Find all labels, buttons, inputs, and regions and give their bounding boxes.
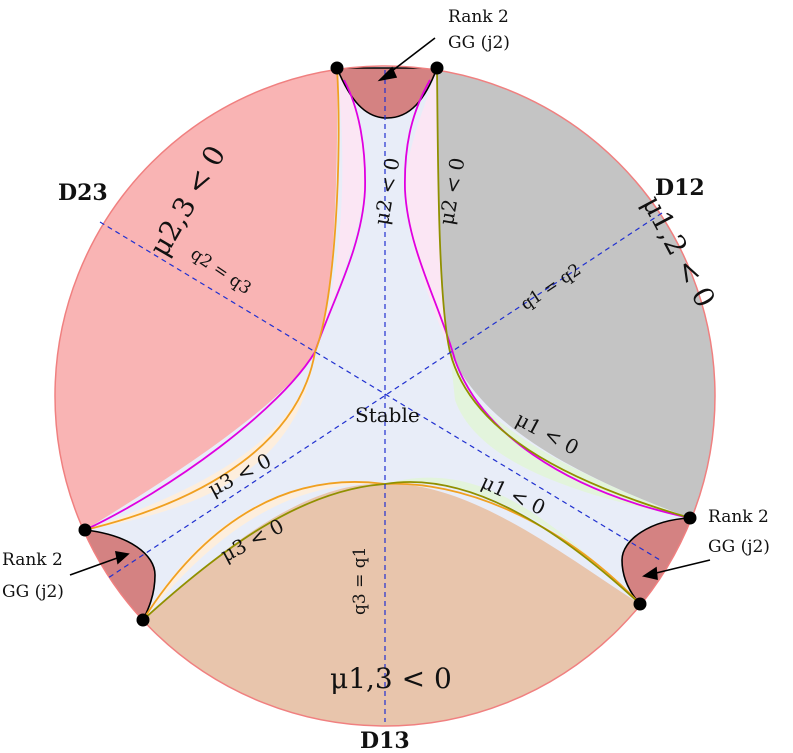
region-mu3-strip-upper: [85, 352, 315, 530]
label-stable: Stable: [355, 403, 420, 427]
label-d23: D23: [58, 180, 108, 206]
axis-q1-eq-q2: [107, 212, 663, 579]
arrow-top: [387, 37, 436, 75]
label-axis-q3-eq-q1: q3 = q1: [350, 547, 370, 615]
point-right-lower: [633, 597, 647, 611]
arrow-left: [69, 556, 121, 576]
region-mu1-strip-lower: [385, 477, 640, 604]
label-d13: D13: [360, 728, 410, 753]
region-mu3-strip-lower: [143, 481, 385, 620]
label-d12: D12: [655, 175, 705, 201]
magenta-curve-top-left: [84, 79, 366, 531]
arrow-right: [651, 559, 711, 575]
label-mu13-neg: μ1,3 < 0: [330, 662, 452, 695]
orange-curve-left: [84, 67, 340, 531]
region-mu2-strip-left: [315, 68, 365, 352]
callout-arrows: [69, 37, 711, 581]
point-top-left: [330, 61, 344, 75]
singular-points: [78, 61, 697, 627]
arrow-right-head: [642, 566, 658, 581]
outer-circle: [54, 65, 716, 727]
callout-top-line1: Rank 2: [448, 7, 509, 27]
arrow-top-head: [377, 66, 398, 82]
point-left-lower: [136, 613, 150, 627]
callout-top-line2: GG (j2): [448, 33, 510, 53]
point-right-upper: [683, 511, 697, 525]
point-left-upper: [78, 523, 92, 537]
point-top-right: [430, 61, 444, 75]
callout-right-line2: GG (j2): [708, 537, 770, 557]
arrow-left-head: [115, 551, 130, 565]
region-mu2-strip-right: [405, 68, 450, 352]
callout-left-line1: Rank 2: [2, 550, 63, 570]
symmetry-axes: [99, 70, 663, 722]
callout-right-line1: Rank 2: [708, 507, 769, 527]
region-mu1-strip-upper: [450, 352, 690, 518]
axis-q2-eq-q3: [99, 221, 661, 561]
magenta-curve-top-right: [404, 79, 691, 519]
callout-left-line2: GG (j2): [2, 582, 64, 602]
